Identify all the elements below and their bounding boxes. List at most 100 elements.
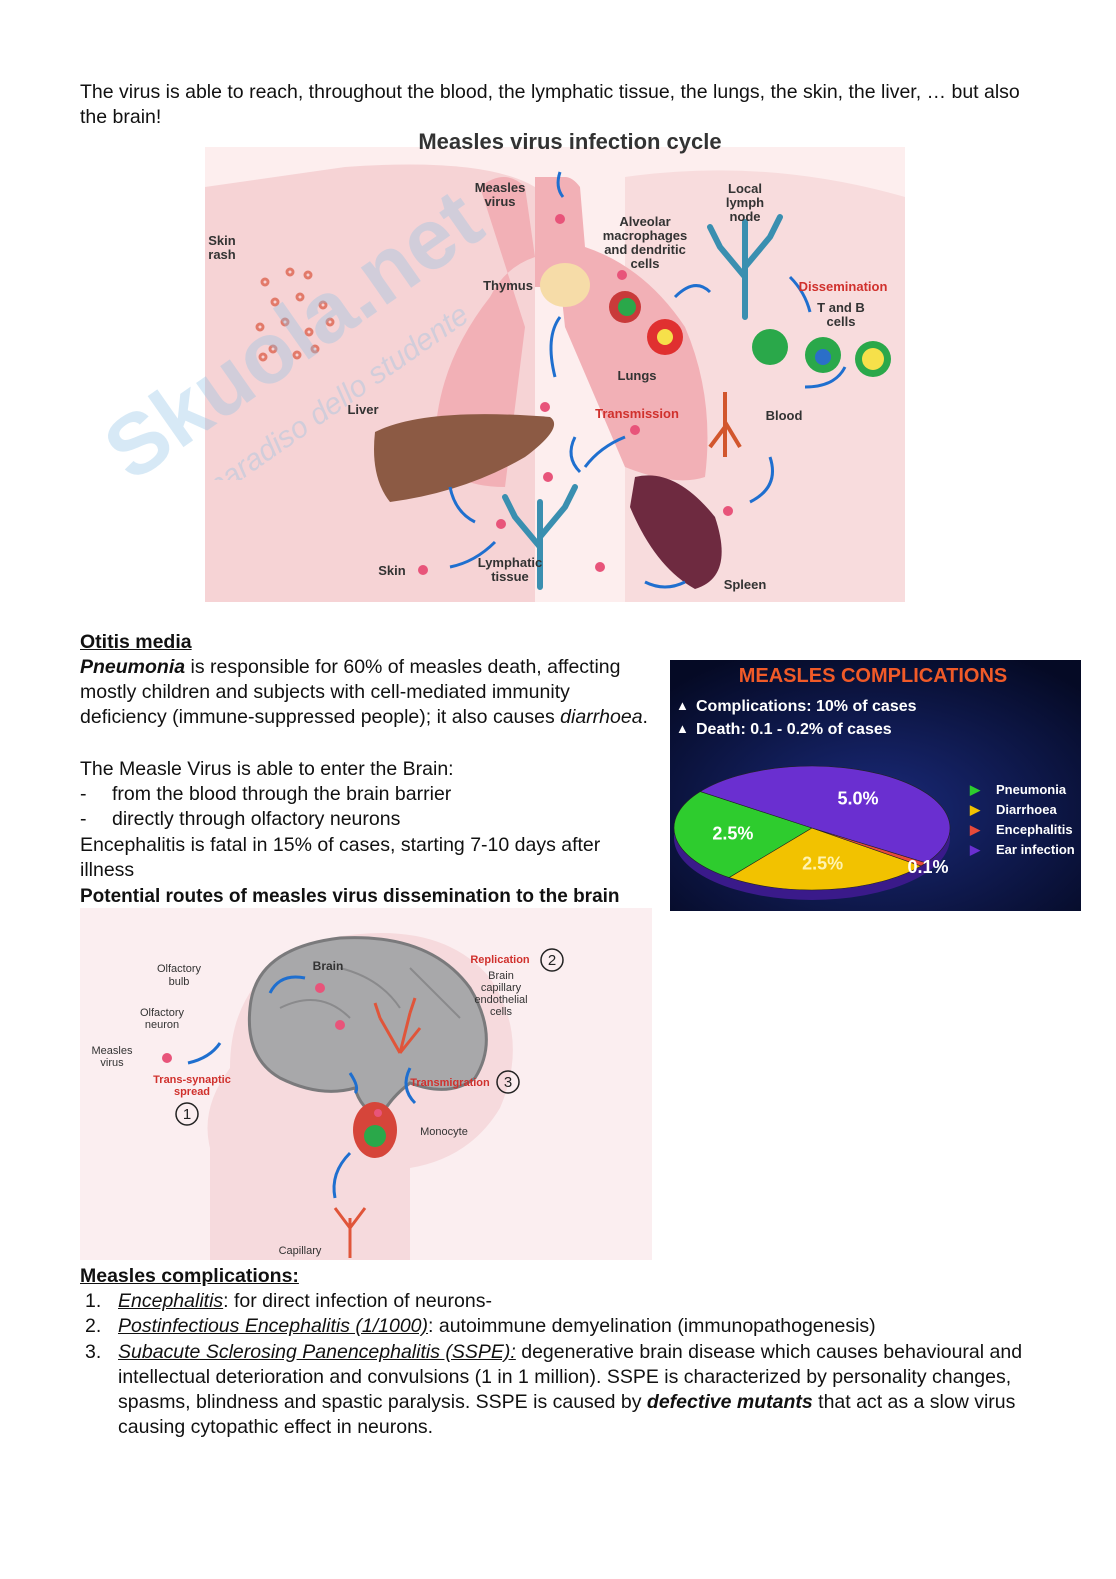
list-number: 2. bbox=[85, 1315, 102, 1338]
step-1-circle bbox=[175, 1102, 199, 1126]
label-thymus: Thymus bbox=[483, 278, 533, 293]
pie-label-ear-infection: 5.0% bbox=[838, 789, 879, 809]
pie-slices bbox=[673, 765, 951, 891]
legend-label-ear-infection: Ear infection bbox=[996, 842, 1075, 857]
otitis-heading: Otitis media bbox=[80, 631, 192, 653]
virus-particles bbox=[418, 214, 733, 575]
pie-label-encephalitis: 0.1% bbox=[908, 857, 949, 877]
step-2-circle bbox=[540, 948, 564, 972]
list-text: : for direct infection of neurons- bbox=[223, 1290, 492, 1312]
legend-marker-2: ▶ bbox=[969, 822, 981, 837]
brain-arrows bbox=[187, 975, 417, 1199]
lungs-shape bbox=[435, 177, 535, 487]
label-skin-rash-2: rash bbox=[208, 247, 236, 262]
label-capillary: Capillary bbox=[279, 1245, 322, 1257]
brain-entry-bullet-2: - directly through olfactory neurons bbox=[80, 807, 400, 832]
pneumonia-term: Pneumonia bbox=[80, 656, 186, 678]
label-measles-virus-2: virus bbox=[484, 194, 515, 209]
infection-cycle-figure: Measles virus infection cycle Measles vi… bbox=[205, 129, 905, 602]
label-capillary-cells-3: endothelial bbox=[474, 994, 527, 1006]
label-skin: Skin bbox=[378, 563, 406, 578]
label-skin-rash-1: Skin bbox=[208, 233, 236, 248]
list-item: 1.Encephalitis: for direct infection of … bbox=[80, 1289, 1040, 1314]
lymph-node-tree bbox=[707, 214, 783, 320]
pie-labels: 2.5% 2.5% 0.1% 5.0% bbox=[712, 789, 948, 878]
dash-2: - bbox=[80, 808, 87, 830]
label-olfactory-bulb-2: bulb bbox=[169, 976, 190, 988]
brain-entry-bullet-1: -from the blood through the brain barrie… bbox=[80, 782, 451, 807]
complications-bullet-2: Death: 0.1 - 0.2% of cases bbox=[696, 721, 892, 738]
label-blood: Blood bbox=[766, 408, 803, 423]
list-text: : autoimmune demyelination (immunopathog… bbox=[428, 1315, 876, 1338]
complications-list: 1.Encephalitis: for direct infection of … bbox=[80, 1289, 1040, 1441]
complications-bullet-1: Complications: 10% of cases bbox=[696, 698, 917, 715]
list-term: Postinfectious Encephalitis (1/1000) bbox=[118, 1315, 429, 1338]
label-spleen: Spleen bbox=[724, 577, 767, 592]
label-alveolar-4: cells bbox=[631, 256, 660, 271]
list-item: 2. Postinfectious Encephalitis (1/1000): … bbox=[80, 1314, 1040, 1339]
pie-slice-pneumonia bbox=[673, 791, 813, 878]
label-brain: Brain bbox=[313, 959, 344, 973]
label-transmission: Transmission bbox=[595, 406, 679, 421]
pie-label-diarrhoea: 2.5% bbox=[802, 854, 843, 874]
legend-marker-1: ▶ bbox=[969, 802, 981, 817]
label-liver: Liver bbox=[347, 402, 378, 417]
label-monocyte: Monocyte bbox=[420, 1126, 468, 1138]
flow-arrows bbox=[448, 171, 847, 589]
label-alveolar-3: and dendritic bbox=[604, 242, 686, 257]
step-1: 1 bbox=[183, 1106, 191, 1123]
label-lymph-node-1: Local bbox=[728, 181, 762, 196]
label-lymph-node-3: node bbox=[729, 209, 760, 224]
encephalitis-text: Encephalitis is fatal in 15% of cases, s… bbox=[80, 834, 601, 881]
label-replication: Replication bbox=[470, 954, 530, 966]
step-3-circle bbox=[496, 1070, 520, 1094]
label-lungs: Lungs bbox=[618, 368, 657, 383]
list-text-2: that act as a slow virus causing cytopat… bbox=[118, 1391, 1016, 1439]
pie-slice-diarrhoea bbox=[728, 827, 922, 891]
label-measles-virus-1: Measles bbox=[475, 180, 526, 195]
pneumonia-end: . bbox=[642, 706, 648, 728]
legend-label-pneumonia: Pneumonia bbox=[996, 782, 1067, 797]
bullet-text-2: directly through olfactory neurons bbox=[112, 808, 401, 830]
label-lymphatic-2: tissue bbox=[491, 569, 529, 584]
legend-marker-0: ▶ bbox=[969, 782, 981, 797]
label-capillary-cells-2: capillary bbox=[481, 982, 522, 994]
label-measles-virus-b: virus bbox=[100, 1057, 124, 1069]
step-3: 3 bbox=[504, 1074, 512, 1091]
skin-rash-dots bbox=[255, 267, 335, 362]
legend-label-diarrhoea: Diarrhoea bbox=[996, 802, 1057, 817]
brain-entry-intro: The Measle Virus is able to enter the Br… bbox=[80, 758, 454, 780]
label-lymphatic-1: Lymphatic bbox=[478, 555, 543, 570]
intro-text: The virus is able to reach, throughout t… bbox=[80, 81, 1020, 128]
thymus-shape bbox=[540, 263, 590, 307]
bullet-text-1: from the blood through the brain barrier bbox=[112, 783, 452, 805]
pneumonia-text: is responsible for 60% of measles death,… bbox=[80, 656, 621, 728]
body-silhouette-right bbox=[625, 170, 905, 602]
complications-title: MEASLES COMPLICATIONS bbox=[739, 665, 1008, 687]
label-transmigration: Transmigration bbox=[410, 1077, 490, 1089]
list-item: 3.Subacute Sclerosing Panencephalitis (S… bbox=[80, 1340, 1040, 1441]
blood-vessel bbox=[708, 392, 742, 457]
step-2: 2 bbox=[548, 952, 556, 969]
complications-marker-1: ▲ bbox=[676, 698, 689, 713]
legend-label-encephalitis: Encephalitis bbox=[996, 822, 1073, 837]
brain-shape bbox=[247, 936, 488, 1121]
pie-label-pneumonia: 2.5% bbox=[712, 823, 753, 843]
label-capillary-cells-1: Brain bbox=[488, 970, 514, 982]
label-measles-virus-a: Measles bbox=[92, 1045, 133, 1057]
pie-slice-ear-infection bbox=[699, 765, 951, 864]
label-olfactory-bulb-1: Olfactory bbox=[157, 963, 202, 975]
label-olfactory-neuron-2: neuron bbox=[145, 1019, 179, 1031]
list-term: Encephalitis bbox=[118, 1290, 224, 1312]
lungs-shape-right bbox=[550, 177, 708, 481]
complications-chart: MEASLES COMPLICATIONS ▲ Complications: 1… bbox=[670, 660, 1081, 911]
label-lymph-node-2: lymph bbox=[726, 195, 764, 210]
list-number: 3. bbox=[85, 1340, 102, 1363]
cycle-title: Measles virus infection cycle bbox=[418, 129, 721, 154]
t-cell bbox=[752, 329, 788, 365]
label-trans-synaptic-1: Trans-synaptic bbox=[153, 1074, 231, 1086]
label-alveolar-1: Alveolar bbox=[619, 214, 670, 229]
routes-heading: Potential routes of measles virus dissem… bbox=[80, 886, 620, 907]
spleen-shape bbox=[630, 475, 722, 589]
label-capillary-cells-4: cells bbox=[490, 1006, 513, 1018]
